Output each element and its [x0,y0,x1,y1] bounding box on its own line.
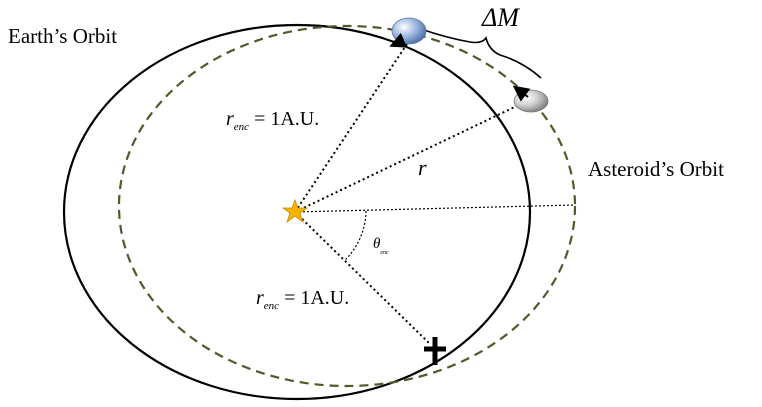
r-enc-lower-symbol: r [256,287,264,309]
asteroid-icon [512,85,549,113]
theta-enc-subscript: enc [380,250,389,256]
r-enc-upper-subscript: enc [233,121,250,133]
r-enc-lower-label: renc = 1A.U. [256,287,349,312]
r-enc-lower-value: = 1A.U. [284,287,350,309]
asteroid-orbit-ellipse [117,24,577,388]
delta-m-text: ΔM [482,3,519,32]
theta-enc-arc [343,210,367,262]
reference-axis-line [294,204,576,213]
delta-m-label: ΔM [482,3,519,33]
r-enc-lower-subscript: enc [263,300,280,312]
cross-icon [424,337,446,365]
r-symbol: r [418,155,427,180]
theta-enc-symbol: θ [373,236,381,252]
asteroid-orbit-label: Asteroid’s Orbit [588,157,724,181]
earth-orbit-label: Earth’s Orbit [8,24,118,48]
radius-line-earth [294,43,408,213]
star-icon [281,198,309,224]
r-enc-upper-symbol: r [226,108,234,130]
earth-icon [389,17,427,48]
radius-line-asteroid [294,102,524,213]
r-label: r [418,155,427,181]
radius-line-encounter [294,211,431,345]
delta-m-brace [420,28,542,79]
earth-orbit-circle [62,23,532,401]
r-enc-upper-label: renc = 1A.U. [226,108,319,133]
r-enc-upper-value: = 1A.U. [254,108,320,130]
theta-enc-label: θenc [373,236,389,256]
